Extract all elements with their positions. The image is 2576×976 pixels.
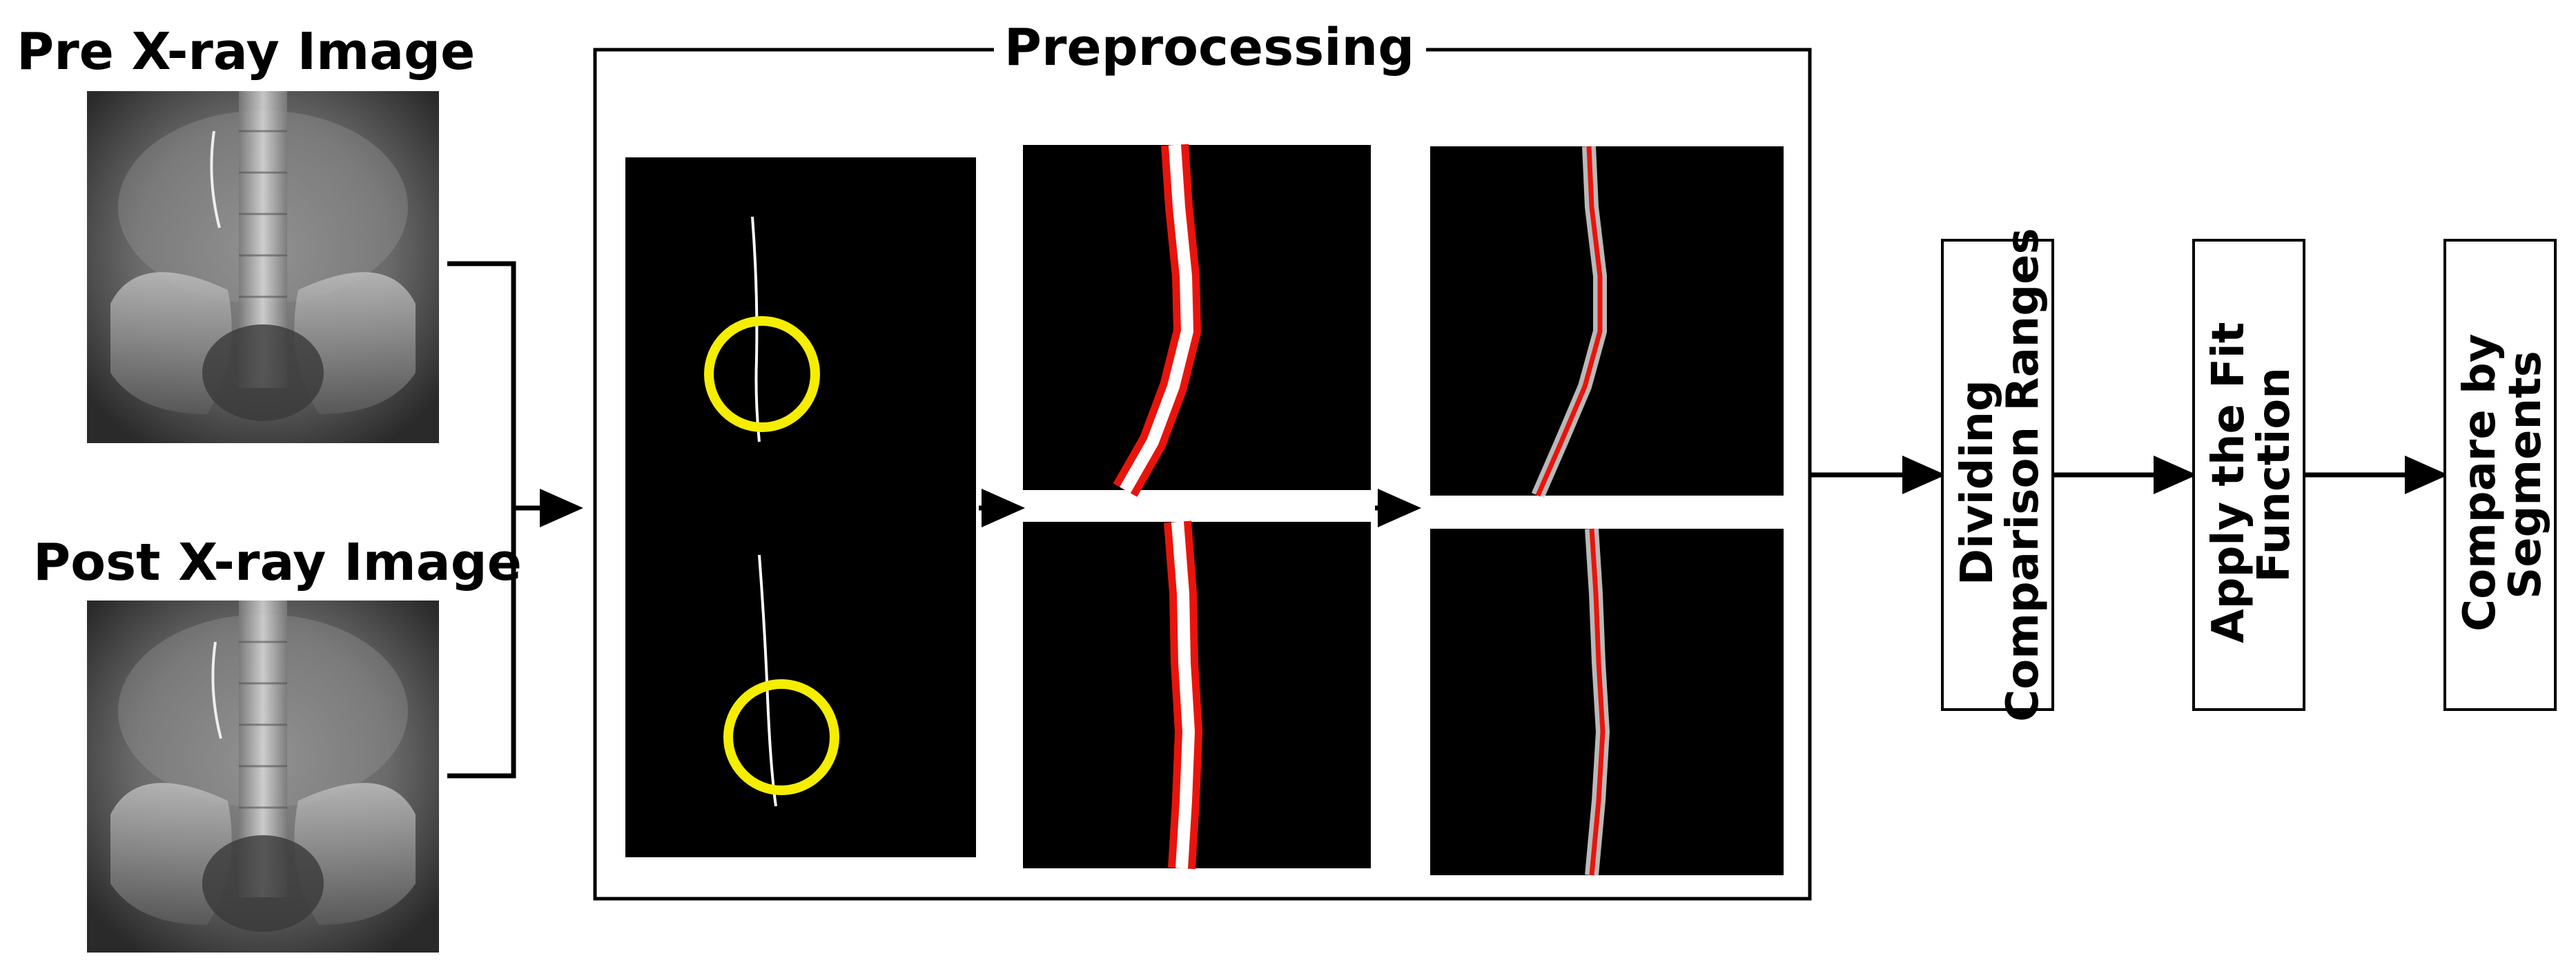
step-1-label-line1: Dividing (1952, 380, 2003, 585)
step-apply-fit-function: Apply the Fit Function (2192, 239, 2305, 711)
step-3-label-line2: Segments (2500, 351, 2551, 599)
svg-text:Apply the Fit Function: Apply the Fit Function (2203, 306, 2300, 643)
preprocessing-title: Preprocessing (1004, 18, 1414, 77)
pre-xray-title: Pre X-ray Image (17, 22, 475, 81)
svg-text:Compare by Segments: Compare by Segments (2455, 318, 2551, 632)
step-3-label-line1: Compare by (2455, 333, 2506, 631)
highlight-circle-top (704, 316, 820, 432)
thin-panel-bottom (1430, 528, 1784, 876)
zoom-panel-top (1023, 144, 1371, 497)
step-dividing-comparison-ranges: Dividing Comparison Ranges (1941, 228, 2054, 722)
highlight-circle-bottom (723, 679, 839, 795)
pre-xray-image (87, 91, 439, 443)
input-merge-connector (447, 261, 583, 779)
segmentation-panel (625, 157, 976, 857)
post-xray-title: Post X-ray Image (33, 533, 522, 592)
svg-text:Dividing Comparison Rang: Dividing Comparison Ranges (1952, 228, 2049, 721)
thin-panel-top (1430, 146, 1784, 498)
step-2-label-line2: Function (2249, 367, 2300, 583)
zoom-panel-bottom (1023, 520, 1371, 870)
preprocessing-frame (593, 48, 1812, 901)
post-xray-image (87, 601, 439, 953)
step-1-label-line2: Comparison Ranges (1998, 228, 2049, 721)
step-compare-by-segments: Compare by Segments (2443, 239, 2557, 711)
step-2-label-line1: Apply the Fit (2203, 322, 2254, 643)
